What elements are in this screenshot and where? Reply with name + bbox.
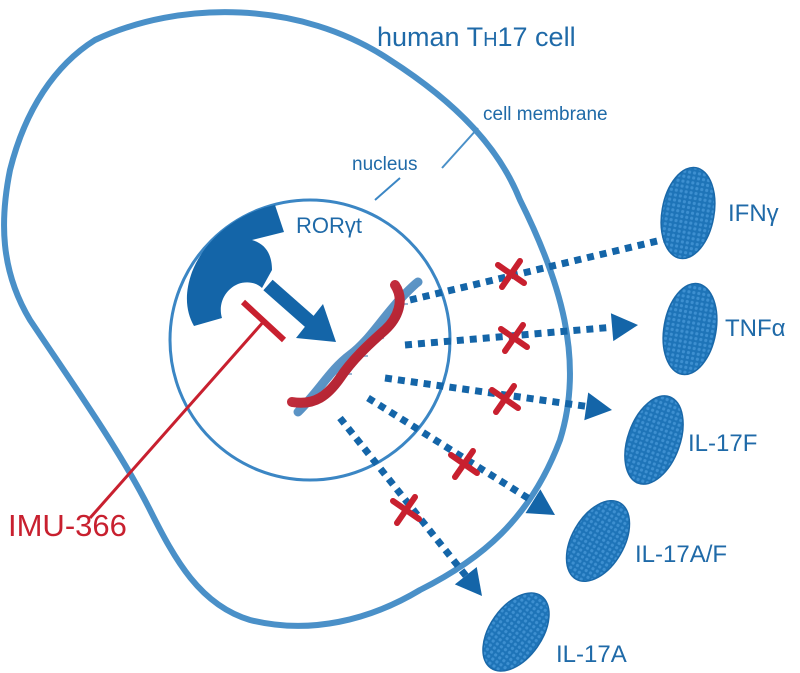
cytokine-label-tnf-alpha: TNFα	[725, 315, 786, 342]
cytokine-particle-icon-il-17a-f	[565, 499, 631, 583]
cytokine-label-il-17a: IL-17A	[556, 641, 627, 668]
cytokine-label-il-17f: IL-17F	[688, 430, 758, 457]
cell-title: human TH17 cell	[377, 22, 576, 53]
nucleus-label: nucleus	[352, 154, 418, 175]
ror-gamma-t-label: RORγt	[296, 213, 362, 238]
arrow-to-tnf-alpha	[404, 313, 638, 349]
cell-title-tail: 17 cell	[497, 22, 576, 52]
inhibition-x-icon	[489, 383, 521, 415]
nucleus-leader	[374, 177, 401, 201]
cell-membrane-outline	[1, 9, 573, 629]
cytokine-particle-icon-il-17a	[482, 592, 550, 672]
imu-366-inhibitor	[88, 299, 287, 519]
cell-membrane-label: cell membrane	[483, 104, 608, 125]
arrow-to-il-17f	[384, 374, 612, 421]
cytokine-label-il-17a-f: IL-17A/F	[635, 541, 728, 568]
cell-membrane-leader	[441, 127, 479, 169]
cell-title-main: human T	[377, 22, 484, 52]
cell-title-sub: H	[483, 29, 498, 51]
cytokine-particle-icon-il-17f	[624, 395, 684, 485]
inhibition-x-icon	[390, 494, 422, 526]
drug-label: IMU-366	[8, 508, 127, 543]
ror-gamma-t-receptor-icon	[186, 205, 284, 326]
arrow-to-ifn-gamma	[409, 224, 695, 304]
inhibition-x-icon	[498, 322, 530, 354]
cytokine-label-ifn-gamma: IFNγ	[728, 200, 779, 227]
dna-helix-icon	[287, 277, 423, 417]
arrow-to-il-17a-f	[366, 395, 555, 515]
inhibition-x-icon	[495, 258, 527, 290]
ror-to-dna-arrow	[263, 279, 336, 342]
arrow-to-il-17a	[337, 415, 482, 596]
cytokine-particle-icon-tnf-alpha	[662, 282, 718, 376]
cytokine-particle-icon-ifn-gamma	[660, 166, 716, 260]
inhibition-x-icon	[448, 448, 480, 480]
